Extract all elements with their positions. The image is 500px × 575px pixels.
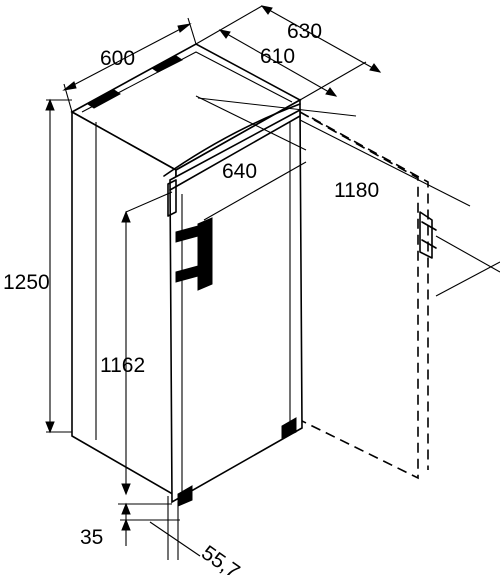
label-55-7: 55,7 [197, 541, 244, 575]
door [163, 103, 303, 507]
label-630: 630 [287, 20, 322, 43]
dimension-lines [45, 5, 500, 560]
label-1180: 1180 [334, 179, 379, 202]
label-1250: 1250 [3, 271, 50, 294]
label-35: 35 [80, 526, 103, 549]
label-1162: 1162 [100, 354, 145, 377]
door-handle [197, 217, 213, 291]
label-600: 600 [100, 47, 135, 70]
label-610: 610 [260, 45, 295, 68]
label-640: 640 [222, 160, 257, 183]
open-door-outline [299, 111, 437, 480]
